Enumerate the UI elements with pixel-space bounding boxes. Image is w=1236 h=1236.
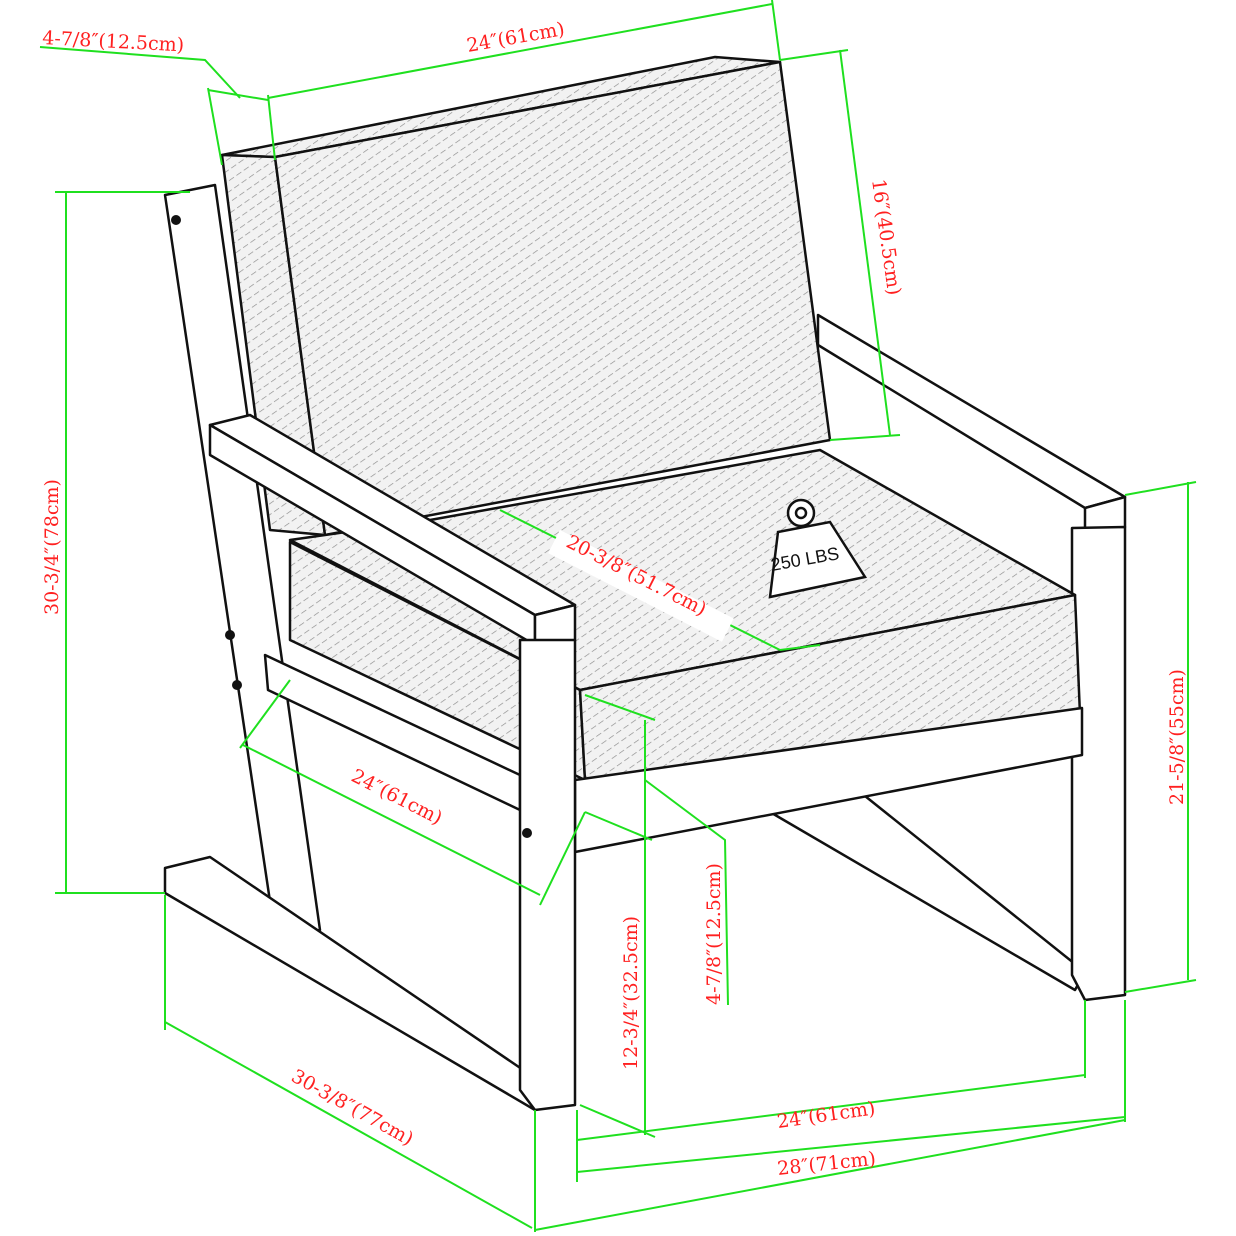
front-left-leg [518, 638, 577, 1112]
dimension-lines [39, 0, 1197, 1232]
left-runner [163, 855, 537, 1112]
weight-icon [768, 498, 868, 599]
dim-back-cushion-thickness: 4-7/8″(12.5cm) [42, 27, 185, 56]
bolt [171, 215, 181, 225]
bolt [522, 828, 532, 838]
bolt [232, 680, 242, 690]
right-leg [1070, 525, 1127, 1002]
dim-seat-width: 24″(61cm) [776, 1097, 877, 1133]
dim-back-cushion-height: 16″(40.5cm) [867, 178, 905, 297]
dim-arm-length: 24″(61cm) [348, 765, 446, 830]
dim-seat-height: 12-3/4″(32.5cm) [620, 916, 642, 1070]
bolt [225, 630, 235, 640]
dim-overall-height: 30-3/4″(78cm) [41, 479, 63, 615]
seat-depth-label-bg [548, 530, 734, 642]
dim-arm-height: 21-5/8″(55cm) [1166, 669, 1188, 805]
right-runner [768, 794, 1087, 992]
dim-seat-cushion-thickness: 4-7/8″(12.5cm) [703, 863, 725, 1005]
dim-overall-depth: 30-3/8″(77cm) [288, 1065, 418, 1150]
